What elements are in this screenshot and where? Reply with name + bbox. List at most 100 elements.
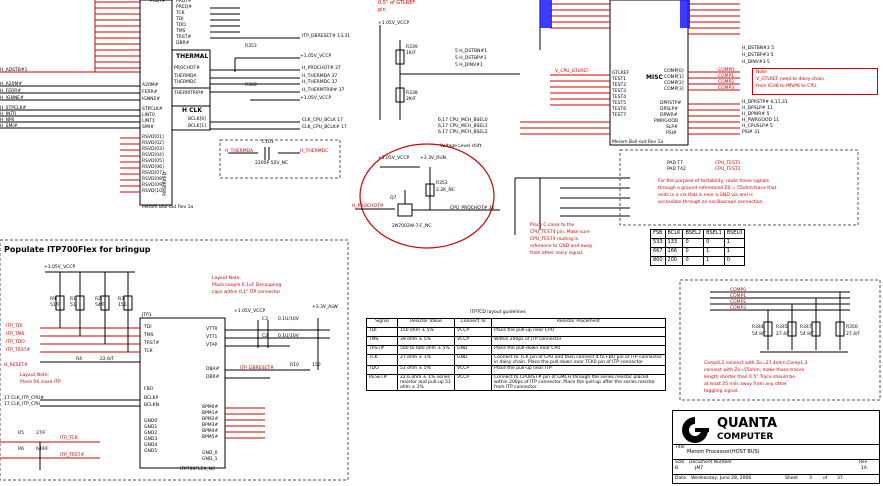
net-h-dprstp: H_DPRSTP# 6,11,31 bbox=[742, 100, 788, 105]
net-v-cpu-gtlref: V_CPU_GTLREF bbox=[555, 69, 589, 74]
net-h-thermdc2: H_THERMDC bbox=[300, 149, 329, 154]
title-block: QUANTA COMPUTER Title Merom Processor(HO… bbox=[672, 410, 880, 484]
net-vccp-gtl: +1.05V_VCCP bbox=[378, 21, 410, 26]
fsb-cell: 0 bbox=[682, 247, 705, 257]
fsb-table: FSB BCLK BSEL2 BSEL1 BSEL0 533 133 0 0 1… bbox=[650, 229, 746, 266]
net-vccp-2: +1.05V_VCCP bbox=[300, 96, 332, 101]
itp-cell: Connect to TCK pin of CPU and then conne… bbox=[491, 354, 666, 366]
jtp-pin-bpm2: BPM2# bbox=[202, 417, 219, 422]
hclk-label: H CLK bbox=[182, 107, 202, 114]
net-comp0-r: COMP0 bbox=[718, 68, 735, 73]
fsb-cell: 533 bbox=[650, 238, 666, 248]
r10-ref: R10 bbox=[290, 363, 299, 368]
net-h-dpwr: H_DPWR# 5 bbox=[742, 112, 770, 117]
rsvd-01: RSVD[01] bbox=[142, 135, 164, 140]
gtlref-note-body2: from ICH8 to IMVP6 to CPU. bbox=[756, 84, 818, 89]
clk-pin-bclk0: BCLK[0] bbox=[188, 117, 206, 122]
cpu-pin-tdi: TDI bbox=[176, 17, 184, 22]
table-row: TRST# 500 to 680 ohm ± 5% GND Place the … bbox=[366, 345, 666, 355]
r344-value: 54.9/F bbox=[752, 332, 767, 337]
r344-ref: R344 bbox=[752, 325, 764, 330]
comp-note-l4: at least 25 mils away from any other bbox=[704, 382, 787, 387]
net-h-stpclk: H_STPCLK# bbox=[0, 106, 27, 111]
rsvd-04: RSVD[04] bbox=[142, 153, 164, 158]
misc-pin-comp3: COMP[3] bbox=[664, 87, 684, 92]
misc-pin-comp0: COMP[0] bbox=[664, 69, 684, 74]
layout-note2-l1: Layout Note: bbox=[20, 373, 49, 378]
itp-header: Resistor Placement bbox=[491, 318, 666, 328]
rsvd-10: RSVD[10] bbox=[142, 189, 164, 194]
jtp-pin-tms: TMS bbox=[144, 333, 154, 338]
net-itp-clk: 17 CLK_ITP_CPU# bbox=[4, 396, 44, 401]
net-vccp-1: +1.05V_VCCP bbox=[300, 54, 332, 59]
doc-label: Document Number bbox=[689, 460, 732, 465]
table-row: RESET# 22.6 ohm ± 1% series resistor and… bbox=[366, 374, 666, 391]
r345-ref: R345 bbox=[776, 325, 788, 330]
r3-value: 150 bbox=[118, 303, 127, 308]
cpu-pin-lint1: LINT1 bbox=[142, 119, 155, 124]
itp-cell: VCCP bbox=[454, 365, 492, 375]
jtp-pin-tdi: TDI bbox=[144, 325, 152, 330]
pad-t42: PAD T42 bbox=[667, 167, 686, 172]
fsb-cell: 0 bbox=[723, 256, 746, 266]
cpu-pin-preq: PREQ# bbox=[176, 5, 192, 10]
misc-label: MISC bbox=[646, 74, 663, 81]
net-h-thermtrip: H_THERMTRIP# 37 bbox=[302, 88, 345, 93]
r351-value: 2.2K_NC bbox=[436, 188, 455, 193]
itp-header: Resistor Value bbox=[397, 318, 455, 328]
size-label: Size bbox=[675, 460, 685, 465]
net-h-thermdc: H_THERMDC 37 bbox=[302, 80, 338, 85]
misc-pin-test7: TEST7 bbox=[612, 113, 627, 118]
net-comp3-r: COMP3 bbox=[718, 86, 735, 91]
place-cpu-note-l3: CPU_TEST4 routing is bbox=[530, 237, 578, 242]
net-vccp-jtp: +1.05V_VCCP bbox=[234, 309, 266, 314]
itp-cell: TDO bbox=[366, 365, 398, 375]
r350-value: 27.4/F bbox=[846, 332, 861, 337]
itp-cell: Connect to CPURST# pin of GMCH through t… bbox=[491, 374, 666, 391]
place-cpu-note-l2: CPU_TEST4 pin. Make sure bbox=[530, 230, 590, 235]
jtp-pin-gnd4: GND4 bbox=[144, 443, 158, 448]
net-h-prochot-s: H_PROCHOT# bbox=[352, 204, 384, 209]
thermal-label: THERMAL bbox=[176, 53, 209, 60]
place-cpu-note-l1: Place C close to the bbox=[530, 223, 575, 228]
jtp-pin-bpm0: BPM0# bbox=[202, 405, 219, 410]
sheet-label: Sheet bbox=[785, 476, 799, 481]
net-cpu-test1: CPU_TEST1 bbox=[715, 161, 741, 166]
sheet-value: 3 bbox=[809, 476, 812, 481]
r1-ref: R1 bbox=[70, 297, 76, 302]
rsvd-05: RSVD[05] bbox=[142, 159, 164, 164]
r6-ref: R6 bbox=[18, 447, 24, 452]
itp-cell: Place the pull-down near CPU bbox=[491, 345, 666, 355]
pad-t7: PAD T7 bbox=[667, 161, 684, 166]
r4-ref: R4 bbox=[76, 357, 82, 362]
of-label: of bbox=[823, 476, 828, 481]
r339-value: 1K/F bbox=[406, 51, 416, 56]
net-h-dstbn2: H_DSTBN#3 5 bbox=[742, 46, 775, 51]
rev-label: Rev bbox=[859, 460, 868, 465]
r9-value: 51/F bbox=[50, 303, 60, 308]
table-row: 667 166 0 1 1 bbox=[650, 247, 746, 257]
misc-pin-test5: TEST5 bbox=[612, 101, 627, 106]
r10-value: 150 bbox=[312, 363, 321, 368]
net-h-thermda: H_THERMDA 37 bbox=[302, 74, 338, 79]
itp-cell: 22.6 ohm ± 1% series resistor and pull-u… bbox=[397, 374, 455, 391]
cpu-pin-prdy-r: PRDY# bbox=[176, 0, 192, 4]
jtp-pin-tck: TCK bbox=[144, 349, 153, 354]
table-row: TDI 150 ohm ± 5% VCCP Place the pull-up … bbox=[366, 327, 666, 337]
fsb-cell: 1 bbox=[703, 247, 725, 257]
net-bsel1: 6,17 CPU_MCH_BSEL1 bbox=[438, 124, 488, 129]
pad-note-l4: accessible through an oscilloscope conne… bbox=[658, 200, 764, 205]
jtp-pin-gnd2: GND2 bbox=[144, 431, 158, 436]
net-comp2-r: COMP2 bbox=[718, 80, 735, 85]
table-row: TMS 39 ohm ± 5% VCCP Within 200ps of ITP… bbox=[366, 336, 666, 346]
gtlref-note-line2: pin bbox=[378, 7, 386, 13]
fsb-cell: 1 bbox=[723, 247, 746, 257]
net-h-pwrgood: H_PWRGOOD 11 bbox=[742, 118, 780, 123]
r2-value: 54/F bbox=[95, 303, 105, 308]
itp-cell: TRST# bbox=[366, 345, 398, 355]
r338-ref: R338 bbox=[406, 91, 418, 96]
r5-ref: R5 bbox=[18, 431, 24, 436]
q7-ref: Q7 bbox=[390, 196, 397, 201]
net-h-psi: PSI# 31 bbox=[742, 130, 760, 135]
net-itp-trst: ITP_TRST# bbox=[6, 348, 31, 353]
